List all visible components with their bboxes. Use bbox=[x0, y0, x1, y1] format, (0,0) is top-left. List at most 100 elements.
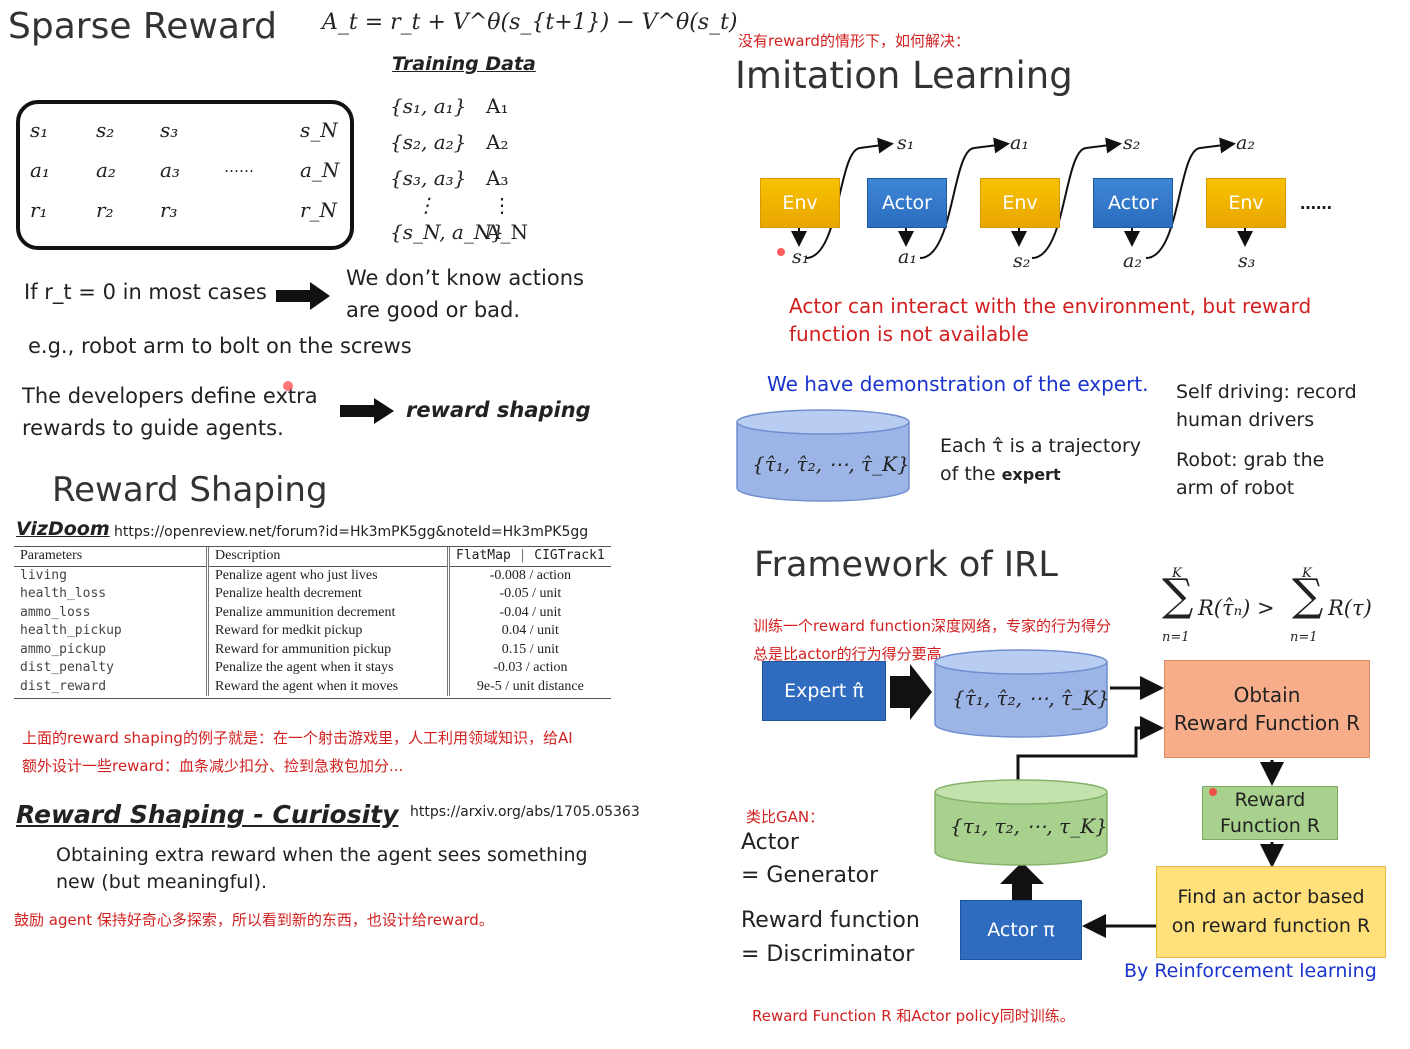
dont-know-line2: are good or bad. bbox=[346, 298, 521, 322]
matrix-cell: r_N bbox=[300, 198, 338, 222]
sum-top: K bbox=[1302, 566, 1312, 581]
warning-line1: Actor can interact with the environment,… bbox=[789, 294, 1312, 318]
table-cell: health_loss bbox=[20, 586, 107, 601]
table-header-cigtrack: CIGTrack1 bbox=[534, 548, 605, 563]
matrix-cell: a₁ bbox=[30, 158, 50, 182]
developers-text: The developers define extra rewards to g… bbox=[22, 380, 318, 444]
table-header-flatmap: FlatMap bbox=[456, 548, 511, 563]
chain-ellipsis: …… bbox=[1300, 194, 1332, 213]
self-driving-text: Self driving: record human drivers bbox=[1176, 378, 1357, 434]
training-data-title: Training Data bbox=[392, 53, 536, 75]
actor-cylinder-label: {τ₁, τ₂, ⋯, τ_K} bbox=[950, 814, 1108, 838]
training-pairs: {s₁, a₁} {s₂, a₂} {s₃, a₃} ⋮ {s_N, a_N} bbox=[390, 88, 504, 250]
table-cell: Reward for medkit pickup bbox=[206, 622, 449, 641]
vizdoom-label: VizDoom bbox=[16, 518, 110, 540]
reward-shaping-note-line1: 上面的reward shaping的例子就是：在一个射击游戏里，人工利用领域知识… bbox=[22, 729, 573, 747]
table-cell: -0.03 / action bbox=[446, 659, 611, 678]
expert-cylinder-label: {τ̂₁, τ̂₂, ⋯, τ̂_K} bbox=[952, 686, 1110, 710]
reward-shaping-note: 上面的reward shaping的例子就是：在一个射击游戏里，人工利用领域知识… bbox=[22, 724, 573, 780]
sum-top: K bbox=[1172, 566, 1182, 581]
table-cell: Penalize the agent when it stays bbox=[206, 659, 449, 678]
each-trajectory-text: Each τ̂ is a trajectory of the expert bbox=[940, 432, 1141, 489]
sparse-reward-title: Sparse Reward bbox=[8, 6, 277, 47]
matrix-cell: a₂ bbox=[96, 158, 116, 182]
training-pair: {s_N, a_N} bbox=[390, 220, 505, 244]
curiosity-note: 鼓励 agent 保持好奇心多探索，所以看到新的东西，也设计给reward。 bbox=[14, 911, 494, 929]
reward-function-box: Reward Function R bbox=[1202, 786, 1338, 840]
top-label: s₂ bbox=[1123, 132, 1141, 154]
matrix-cell: a_N bbox=[300, 158, 340, 182]
table-cell: Reward for ammunition pickup bbox=[206, 640, 449, 659]
curiosity-title: Reward Shaping - Curiosity bbox=[16, 800, 399, 829]
matrix-cell: s₂ bbox=[96, 118, 115, 142]
curiosity-line1: Obtaining extra reward when the agent se… bbox=[56, 844, 588, 866]
reward-shaping-title: Reward Shaping bbox=[52, 470, 328, 510]
training-advantages: A₁ A₂ A₃ ⋮ A_N bbox=[486, 88, 528, 250]
robot-line1: Robot: grab the bbox=[1176, 449, 1325, 471]
irl-flow-arrows bbox=[890, 664, 1284, 938]
sigma-icon: ∑ bbox=[1162, 570, 1194, 621]
obtain-line1: Obtain bbox=[1233, 683, 1301, 707]
sum-bottom: n=1 bbox=[1290, 630, 1318, 645]
robot-line2: arm of robot bbox=[1176, 477, 1295, 499]
cursor-dot bbox=[777, 248, 785, 256]
actor-box: Actor bbox=[1093, 178, 1173, 228]
imitation-title: Imitation Learning bbox=[735, 54, 1073, 97]
table-cell: dist_penalty bbox=[20, 660, 114, 675]
irl-title: Framework of IRL bbox=[754, 545, 1058, 585]
table-cell: dist_reward bbox=[20, 678, 107, 694]
bottom-label: s₁ bbox=[792, 246, 810, 268]
right-arrow-icon bbox=[340, 398, 394, 424]
table-header: FlatMap | CIGTrack1 bbox=[446, 547, 611, 567]
table-cell: 0.04 / unit bbox=[446, 622, 611, 641]
gan-note: 类比GAN： bbox=[746, 808, 825, 826]
curiosity-line2: new (but meaningful). bbox=[56, 871, 268, 893]
matrix-rows: s₁ s₂ s₃ s_N a₁ a₂ a₃ …… a_N r₁ r₂ r₃ r_… bbox=[30, 118, 339, 238]
curiosity-url: https://arxiv.org/abs/1705.05363 bbox=[410, 804, 640, 820]
curiosity-text: Obtaining extra reward when the agent se… bbox=[56, 842, 588, 896]
irl-inequality: K ∑ n=1 R(τ̂ₙ) > K ∑ n=1 R(τ) bbox=[1158, 566, 1378, 650]
cursor-dot bbox=[1209, 788, 1217, 796]
find-actor-box: Find an actor based on reward function R bbox=[1156, 866, 1386, 958]
self-driving-line1: Self driving: record bbox=[1176, 381, 1357, 403]
table-cell: 9e-5 / unit distance bbox=[446, 677, 611, 696]
table-header: Parameters bbox=[14, 547, 208, 567]
expert-data-cylinder bbox=[736, 409, 910, 502]
table-cell: ammo_loss bbox=[20, 604, 91, 620]
matrix-cell: …… bbox=[224, 158, 254, 176]
gan-actor-text: Actor = Generator bbox=[741, 826, 878, 892]
gan-rf-text: Reward function = Discriminator bbox=[741, 904, 920, 972]
table-cell: ammo_pickup bbox=[20, 641, 107, 657]
demonstration-text: We have demonstration of the expert. bbox=[767, 372, 1149, 396]
trajectory-matrix bbox=[16, 100, 354, 250]
vizdoom-url: https://openreview.net/forum?id=Hk3mPK5g… bbox=[114, 524, 589, 540]
expert-trajectories-cylinder bbox=[934, 649, 1108, 738]
matrix-cell: r₃ bbox=[160, 198, 178, 222]
table-header: Description bbox=[206, 547, 449, 567]
bottom-label: a₁ bbox=[898, 246, 917, 268]
self-driving-line2: human drivers bbox=[1176, 409, 1315, 431]
irl-note-line1: 训练一个reward function深度网络，专家的行为得分 bbox=[753, 617, 1111, 635]
warning-text: Actor can interact with the environment,… bbox=[789, 292, 1311, 348]
inequality-right: R(τ) bbox=[1328, 596, 1372, 620]
matrix-cell: r₁ bbox=[30, 198, 48, 222]
cursor-dot bbox=[283, 381, 293, 391]
env-box: Env bbox=[980, 178, 1060, 228]
find-line1: Find an actor based bbox=[1177, 886, 1365, 908]
matrix-cell bbox=[224, 198, 300, 238]
gan-rf-line2: = Discriminator bbox=[741, 942, 915, 967]
top-label: s₁ bbox=[897, 132, 915, 154]
training-adv: A₂ bbox=[486, 130, 509, 154]
training-pair: {s₁, a₁} bbox=[390, 94, 467, 118]
reward-table: Parameters Description FlatMap | CIGTrac… bbox=[14, 546, 611, 699]
matrix-cell: s₃ bbox=[160, 118, 179, 142]
rf-line2: Function R bbox=[1219, 815, 1321, 837]
dont-know-line1: We don’t know actions bbox=[346, 266, 584, 290]
table-cell: Penalize ammunition decrement bbox=[206, 603, 449, 622]
expert-cylinder-label: {τ̂₁, τ̂₂, ⋯, τ̂_K} bbox=[752, 452, 910, 476]
table-cell: -0.008 / action bbox=[446, 566, 611, 585]
